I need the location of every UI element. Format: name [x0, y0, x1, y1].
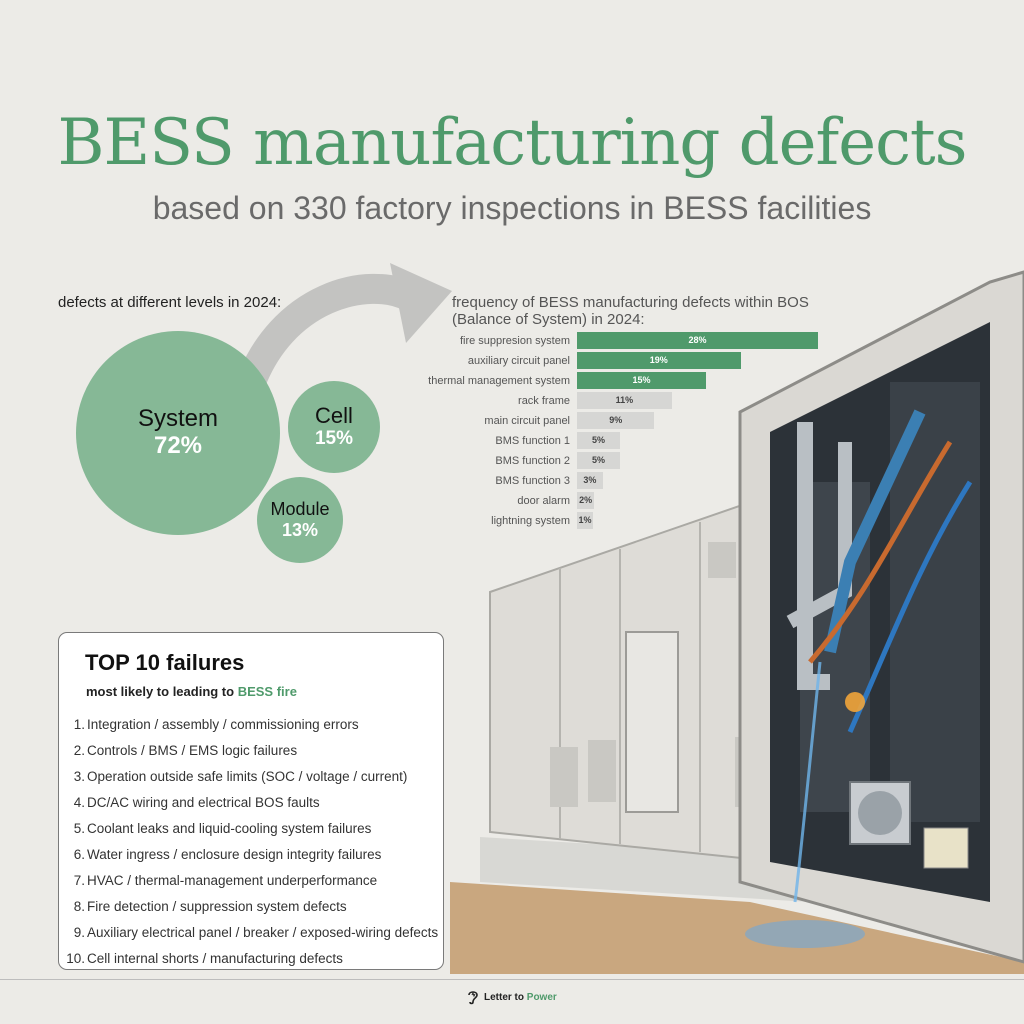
bar-row: door alarm 2% — [380, 491, 840, 511]
bos-bar-chart: fire suppresion system 28% auxiliary circu… — [380, 331, 840, 531]
footer-divider — [0, 979, 1024, 980]
bar-value-label: 5% — [592, 455, 606, 465]
bar-category-label: main circuit panel — [484, 415, 570, 427]
brand-logo[interactable]: Letter to Power — [466, 989, 557, 1005]
bar-row: auxiliary circuit panel 19% — [380, 351, 840, 371]
bar: 15% — [577, 372, 707, 389]
list-item: 3.Operation outside safe limits (SOC / v… — [59, 764, 443, 790]
bar-row: BMS function 3 3% — [380, 471, 840, 491]
levels-caption: defects at different levels in 2024: — [58, 294, 282, 311]
failure-number: 7. — [73, 873, 85, 888]
brand-accent: Power — [526, 991, 557, 1003]
bubble-module-value: 13% — [281, 519, 319, 540]
bar-row: thermal management system 15% — [380, 371, 840, 391]
bar-category-label: door alarm — [517, 495, 570, 507]
failure-number: 4. — [73, 795, 85, 810]
failure-text: Water ingress / enclosure design integri… — [87, 847, 382, 862]
bubble-cell: Cell 15% — [288, 381, 380, 473]
list-item: 4.DC/AC wiring and electrical BOS faults — [59, 790, 443, 816]
bar-category-label: thermal management system — [428, 375, 570, 387]
bar-row: BMS function 2 5% — [380, 451, 840, 471]
failure-number: 3. — [73, 769, 85, 784]
list-item: 7.HVAC / thermal-management underperform… — [59, 868, 443, 894]
bar-row: lightning system 1% — [380, 511, 840, 531]
bar-category-label: BMS function 1 — [495, 435, 570, 447]
bubble-cell-label: Cell — [315, 402, 353, 428]
failure-text: HVAC / thermal-management underperforman… — [87, 873, 378, 888]
failure-text: Integration / assembly / commissioning e… — [87, 717, 359, 732]
list-item: 9.Auxiliary electrical panel / breaker /… — [59, 920, 443, 946]
failure-number: 2. — [73, 743, 85, 758]
bubble-system-value: 72% — [153, 432, 203, 460]
bar: 2% — [577, 492, 595, 509]
bubble-cell-value: 15% — [314, 428, 354, 450]
failure-text: Cell internal shorts / manufacturing def… — [87, 951, 343, 966]
bar-value-label: 5% — [592, 435, 606, 445]
failure-text: Coolant leaks and liquid-cooling system … — [87, 821, 372, 836]
failure-list: 1.Integration / assembly / commissioning… — [59, 712, 443, 972]
failure-text: Controls / BMS / EMS logic failures — [87, 743, 298, 758]
bar-row: fire suppresion system 28% — [380, 331, 840, 351]
bar-category-label: auxiliary circuit panel — [467, 355, 570, 367]
bar-row: main circuit panel 9% — [380, 411, 840, 431]
bar: 11% — [577, 392, 672, 409]
failure-number: 10. — [66, 951, 85, 966]
list-item: 2.Controls / BMS / EMS logic failures — [59, 738, 443, 764]
bar: 3% — [577, 472, 603, 489]
bar-row: BMS function 1 5% — [380, 431, 840, 451]
bubble-system: System 72% — [76, 331, 280, 535]
bar-category-label: fire suppresion system — [459, 335, 570, 347]
bar-category-label: BMS function 3 — [495, 475, 570, 487]
list-item: 10.Cell internal shorts / manufacturing … — [59, 946, 443, 972]
bar: 5% — [577, 432, 621, 449]
top-failures-subtitle-accent: BESS fire — [237, 684, 297, 699]
bar-category-label: rack frame — [518, 395, 570, 407]
brand-prefix: Letter to — [484, 991, 527, 1003]
bar-value-label: 9% — [609, 415, 623, 425]
failure-number: 1. — [73, 717, 85, 732]
bubble-module: Module 13% — [257, 477, 343, 563]
bar-value-label: 1% — [578, 515, 592, 525]
failure-text: Operation outside safe limits (SOC / vol… — [87, 769, 408, 784]
top-failures-subtitle-text: most likely to leading to — [86, 684, 238, 699]
list-item: 1.Integration / assembly / commissioning… — [59, 712, 443, 738]
failure-number: 5. — [73, 821, 85, 836]
bar-value-label: 15% — [632, 375, 651, 385]
bar-value-label: 28% — [688, 335, 707, 345]
bar-row: rack frame 11% — [380, 391, 840, 411]
top-failures-title: TOP 10 failures — [85, 650, 245, 675]
bubble-system-label: System — [137, 404, 218, 432]
bar: 1% — [577, 512, 593, 529]
ear-logo-icon — [468, 991, 478, 1005]
bubble-module-label: Module — [270, 498, 330, 519]
brand-name: Letter to Power — [484, 992, 557, 1003]
curved-arrow-icon — [240, 263, 452, 405]
failure-number: 9. — [73, 925, 85, 940]
bar-value-label: 11% — [615, 395, 634, 405]
bos-chart-title: frequency of BESS manufacturing defects … — [452, 294, 809, 328]
list-item: 6.Water ingress / enclosure design integ… — [59, 842, 443, 868]
bar: 5% — [577, 452, 621, 469]
bar: 28% — [577, 332, 818, 349]
bar: 19% — [577, 352, 741, 369]
bar: 9% — [577, 412, 655, 429]
top-failures-subtitle: most likely to leading to BESS fire — [86, 684, 297, 699]
bar-category-label: BMS function 2 — [495, 455, 570, 467]
page-title: BESS manufacturing defects — [57, 106, 968, 180]
failure-text: Fire detection / suppression system defe… — [87, 899, 347, 914]
failure-text: Auxiliary electrical panel / breaker / e… — [87, 925, 439, 940]
failure-number: 6. — [73, 847, 85, 862]
bar-value-label: 19% — [649, 355, 668, 365]
page-subtitle: based on 330 factory inspections in BESS… — [152, 190, 872, 226]
top-failures-card: TOP 10 failures most likely to leading t… — [58, 632, 444, 970]
list-item: 8.Fire detection / suppression system de… — [59, 894, 443, 920]
failure-text: DC/AC wiring and electrical BOS faults — [87, 795, 320, 810]
bar-category-label: lightning system — [491, 515, 570, 527]
bess-container-illustration — [450, 270, 1024, 974]
failure-number: 8. — [73, 899, 85, 914]
list-item: 5.Coolant leaks and liquid-cooling syste… — [59, 816, 443, 842]
bar-value-label: 2% — [579, 495, 593, 505]
bar-value-label: 3% — [583, 475, 597, 485]
